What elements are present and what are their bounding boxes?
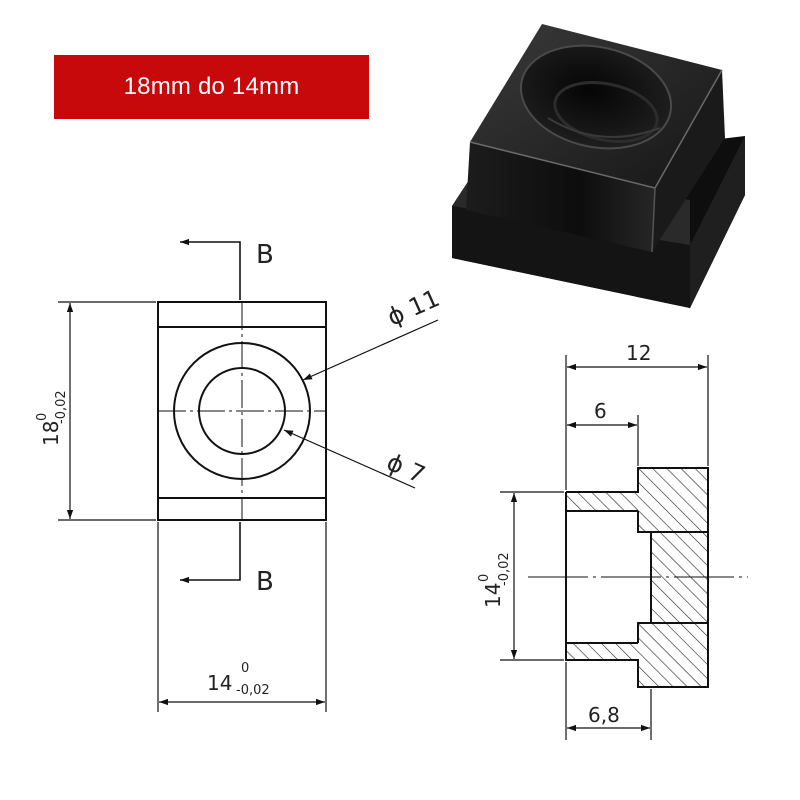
svg-text:14: 14 xyxy=(481,583,505,608)
section-label-bottom: B xyxy=(256,567,274,597)
svg-text:0: 0 xyxy=(35,413,50,421)
total-length-label: 12 xyxy=(626,341,651,365)
height-dimension xyxy=(58,301,156,521)
diameter-leaders xyxy=(283,319,439,489)
inner-diameter-label: ϕ 7 xyxy=(383,448,430,489)
section-shoulder-dimension xyxy=(567,415,639,466)
width-dimension-text: 14 0 -0,02 xyxy=(207,661,270,698)
svg-text:-0,02: -0,02 xyxy=(54,390,69,424)
section-view xyxy=(528,467,748,688)
front-view xyxy=(157,301,327,521)
banner-text: 18mm do 14mm xyxy=(123,73,300,100)
section-label-top: B xyxy=(256,240,274,270)
svg-text:0: 0 xyxy=(477,574,492,582)
shoulder-length-label: 6 xyxy=(594,399,607,423)
product-photo xyxy=(452,24,745,308)
svg-text:18: 18 xyxy=(39,421,63,446)
svg-text:-0,02: -0,02 xyxy=(236,683,270,698)
svg-text:-0,02: -0,02 xyxy=(497,552,512,586)
section-height-dimension xyxy=(500,491,564,661)
section-depth-dimension xyxy=(565,662,652,740)
width-dimension xyxy=(157,522,327,712)
section-height-text: 14 0 -0,02 xyxy=(477,552,512,608)
title-banner: 18mm do 14mm xyxy=(54,55,369,119)
height-dimension-text: 18 0 -0,02 xyxy=(35,390,69,446)
section-length-dimension xyxy=(565,355,709,490)
outer-diameter-label: ϕ 11 xyxy=(383,284,444,332)
section-markers xyxy=(180,238,241,584)
svg-text:0: 0 xyxy=(241,661,249,676)
bore-depth-label: 6,8 xyxy=(588,703,620,727)
svg-text:14: 14 xyxy=(207,671,232,695)
